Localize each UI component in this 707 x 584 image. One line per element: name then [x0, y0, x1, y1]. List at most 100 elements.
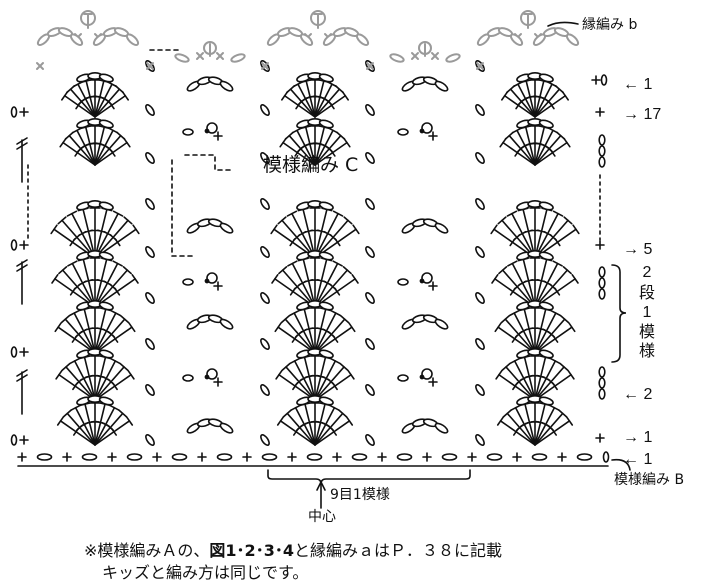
chain-stitch	[98, 301, 114, 311]
sc-stitch	[213, 377, 223, 387]
turning-chain-right	[598, 266, 606, 300]
chain-stitch	[81, 453, 98, 461]
chain-stitch	[565, 33, 580, 46]
row-label-1: → 1	[623, 429, 653, 446]
chain-stitch	[171, 453, 188, 461]
chain-arch	[296, 118, 334, 129]
chain-stitch	[318, 301, 334, 311]
chain-stitch	[260, 338, 270, 350]
chain-stitch	[355, 33, 370, 46]
center-arrowhead	[316, 480, 326, 491]
chain-arch	[296, 394, 334, 406]
sc-stitch	[467, 452, 477, 462]
sc-stitch	[411, 52, 419, 60]
chain-arch	[401, 76, 449, 92]
chain-arch	[186, 418, 234, 434]
chain-stitch	[434, 222, 449, 234]
repeat-rows-char-2: 1	[642, 304, 652, 321]
chain-stitch	[98, 396, 114, 406]
label-pattern-c: 模様編み C	[263, 154, 359, 176]
chain-arch	[76, 299, 114, 311]
chain-arch	[532, 27, 580, 46]
shell-fan	[496, 402, 574, 446]
chain-stitch	[397, 278, 409, 286]
repeat-rows-char-4: 様	[638, 341, 655, 360]
chain-stitch	[351, 453, 368, 461]
sc-stitch	[62, 452, 72, 462]
chain-stitch	[145, 246, 155, 258]
chain-stitch	[538, 396, 554, 406]
chain-stitch	[600, 74, 608, 86]
chain-arch	[516, 347, 554, 359]
chain-stitch	[145, 198, 155, 210]
chain-stitch	[434, 318, 449, 330]
chain-stitch	[318, 396, 334, 406]
shell-fan	[59, 125, 131, 166]
chain-arch	[266, 27, 314, 46]
sc-stitch	[213, 281, 223, 291]
chain-stitch	[318, 73, 334, 83]
chain-stitch	[219, 222, 234, 234]
chain-stitch	[445, 53, 461, 63]
chain-stitch	[219, 422, 234, 434]
chain-stitch	[475, 104, 485, 116]
sc-stitch	[213, 131, 223, 141]
chain-stitch	[475, 246, 485, 258]
sc-stitch	[557, 452, 567, 462]
chain-stitch	[365, 338, 375, 350]
chain-arch	[186, 218, 234, 234]
shell-fan	[271, 257, 359, 308]
sc-stitch	[366, 62, 374, 70]
repeat-stitch-bracket	[267, 469, 471, 485]
guide-dashed	[171, 159, 196, 257]
chain-stitch	[598, 145, 606, 157]
chain-stitch	[475, 338, 485, 350]
footnote-line-2: キッズと編み方は同じです。	[102, 563, 309, 582]
chain-stitch	[475, 292, 485, 304]
chain-arch	[76, 72, 114, 83]
chain-stitch	[230, 53, 246, 63]
chain-arch	[76, 250, 114, 261]
sc-stitch	[512, 452, 522, 462]
sc-stitch	[216, 52, 224, 60]
chain-stitch	[182, 374, 194, 382]
chain-stitch	[538, 201, 554, 211]
sc-stitch	[36, 62, 44, 70]
shell-fan	[495, 355, 575, 401]
chain-stitch	[598, 377, 606, 389]
chain-arch	[516, 394, 554, 406]
row-label-edge: ← 1	[623, 76, 653, 93]
sc-stitch	[19, 347, 29, 357]
chain-stitch	[475, 434, 485, 446]
chain-stitch	[98, 73, 114, 83]
shell-fan	[501, 79, 569, 118]
chain-stitch	[126, 453, 143, 461]
sc-stitch	[152, 452, 162, 462]
guide-dashed	[184, 154, 234, 171]
chain-stitch	[318, 251, 334, 261]
sc-stitch	[17, 452, 27, 462]
callout-pattern-b	[611, 458, 631, 471]
shell-fan	[275, 355, 355, 401]
chain-stitch	[10, 106, 18, 118]
chain-stitch	[475, 384, 485, 396]
repeat-rows-number: 2	[642, 264, 652, 281]
turning-chain	[16, 259, 28, 305]
chain-stitch	[538, 119, 554, 129]
sc-stitch	[19, 107, 29, 117]
shell-fan	[491, 257, 579, 308]
label-repeat: 9目1模様	[330, 487, 390, 503]
chain-stitch	[69, 33, 84, 46]
sc-stitch	[196, 52, 204, 60]
chain-stitch	[486, 453, 503, 461]
chain-stitch	[365, 104, 375, 116]
sc-stitch	[107, 452, 117, 462]
repeat-bracket	[611, 264, 627, 363]
chain-stitch	[98, 349, 114, 359]
picot-cluster	[397, 122, 438, 141]
chain-arch	[516, 200, 554, 211]
chain-arch	[401, 314, 449, 330]
chain-stitch	[182, 128, 194, 136]
chain-stitch	[598, 277, 606, 289]
chain-stitch	[531, 453, 548, 461]
